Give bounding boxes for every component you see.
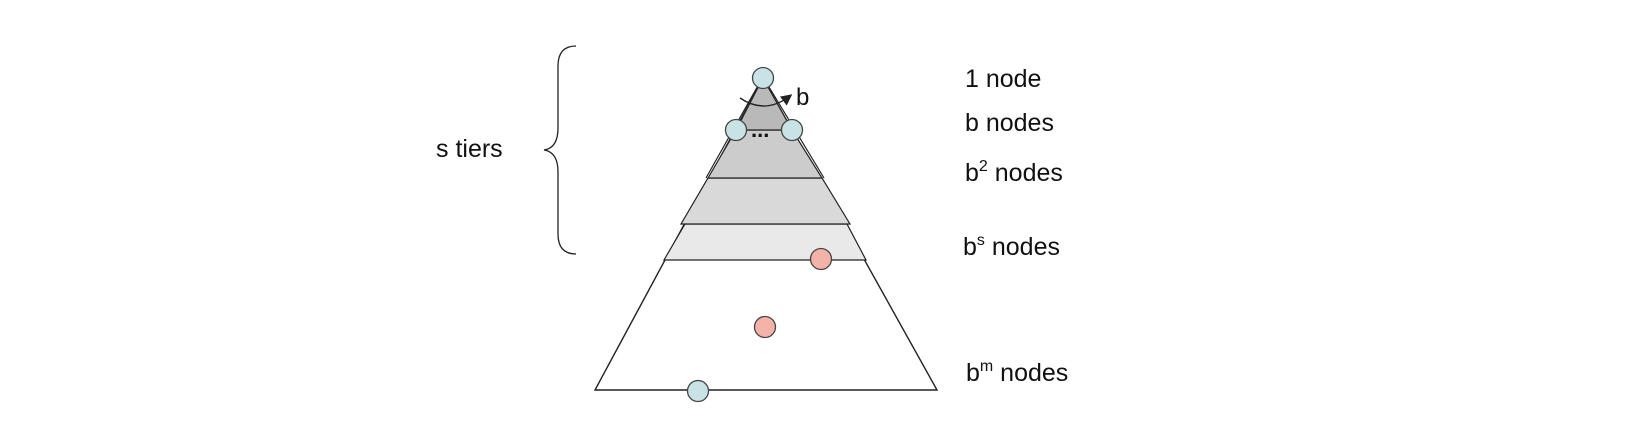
s-tiers-label: s tiers: [436, 135, 503, 163]
tier-label-s: bs nodes: [963, 232, 1060, 261]
tier-s: [662, 223, 867, 261]
node-level1-left: [724, 118, 748, 142]
tier-label-3: b2 nodes: [965, 158, 1063, 187]
tier-label-2: b nodes: [965, 109, 1054, 137]
goal-node-red-2: [753, 315, 777, 339]
s-tiers-brace: [543, 45, 577, 255]
goal-node-red-1: [809, 247, 833, 271]
tier-label-m: bm nodes: [966, 358, 1068, 387]
root-node: [751, 66, 775, 90]
branch-label: b: [796, 84, 809, 111]
tier-label-1: 1 node: [965, 65, 1041, 93]
node-level1-right: [780, 118, 804, 142]
leaf-node: [686, 379, 710, 403]
tier-3: [679, 177, 852, 225]
branch-arc: [739, 94, 793, 107]
ellipsis: ...: [751, 117, 769, 142]
